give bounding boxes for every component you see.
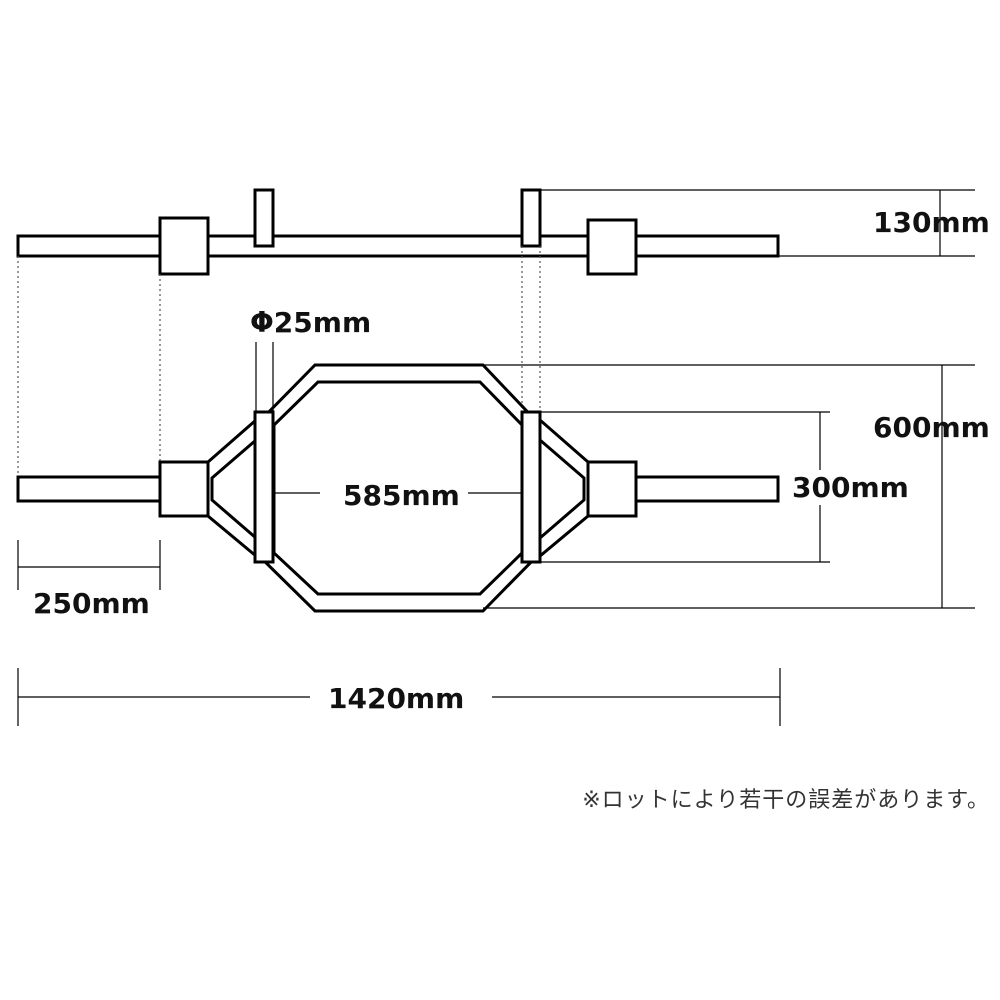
handle-right [520,410,542,564]
dim-1420-lines [17,668,781,726]
sleeve-right [634,475,780,503]
side-bar-shaft [16,234,780,258]
collar-left [158,460,210,518]
projection-lines [17,246,541,477]
dim-25-lines [255,342,274,412]
side-collar-left [158,216,210,276]
side-handle-left [253,188,275,248]
label-130mm: 130mm [873,206,990,239]
label-diameter: Φ25mm [250,306,371,339]
handle-left [253,410,275,564]
label-300mm: 300mm [792,471,909,504]
sleeve-left [16,475,162,503]
dim-600-lines [483,364,975,609]
label-600mm: 600mm [873,411,990,444]
top-view [16,363,780,613]
label-585mm: 585mm [343,479,460,512]
brace-left-outer [206,416,258,560]
dim-250-lines [17,540,161,590]
side-collar-right [586,218,638,276]
side-view [16,188,780,276]
label-250mm: 250mm [33,587,150,620]
tolerance-note: ※ロットにより若干の誤差があります。 [582,788,990,813]
label-1420mm: 1420mm [328,682,464,715]
brace-right-outer [538,416,590,560]
collar-right [586,460,638,518]
dim-300-lines [540,411,830,563]
dim-130-lines [540,189,975,257]
side-handle-right [520,188,542,248]
